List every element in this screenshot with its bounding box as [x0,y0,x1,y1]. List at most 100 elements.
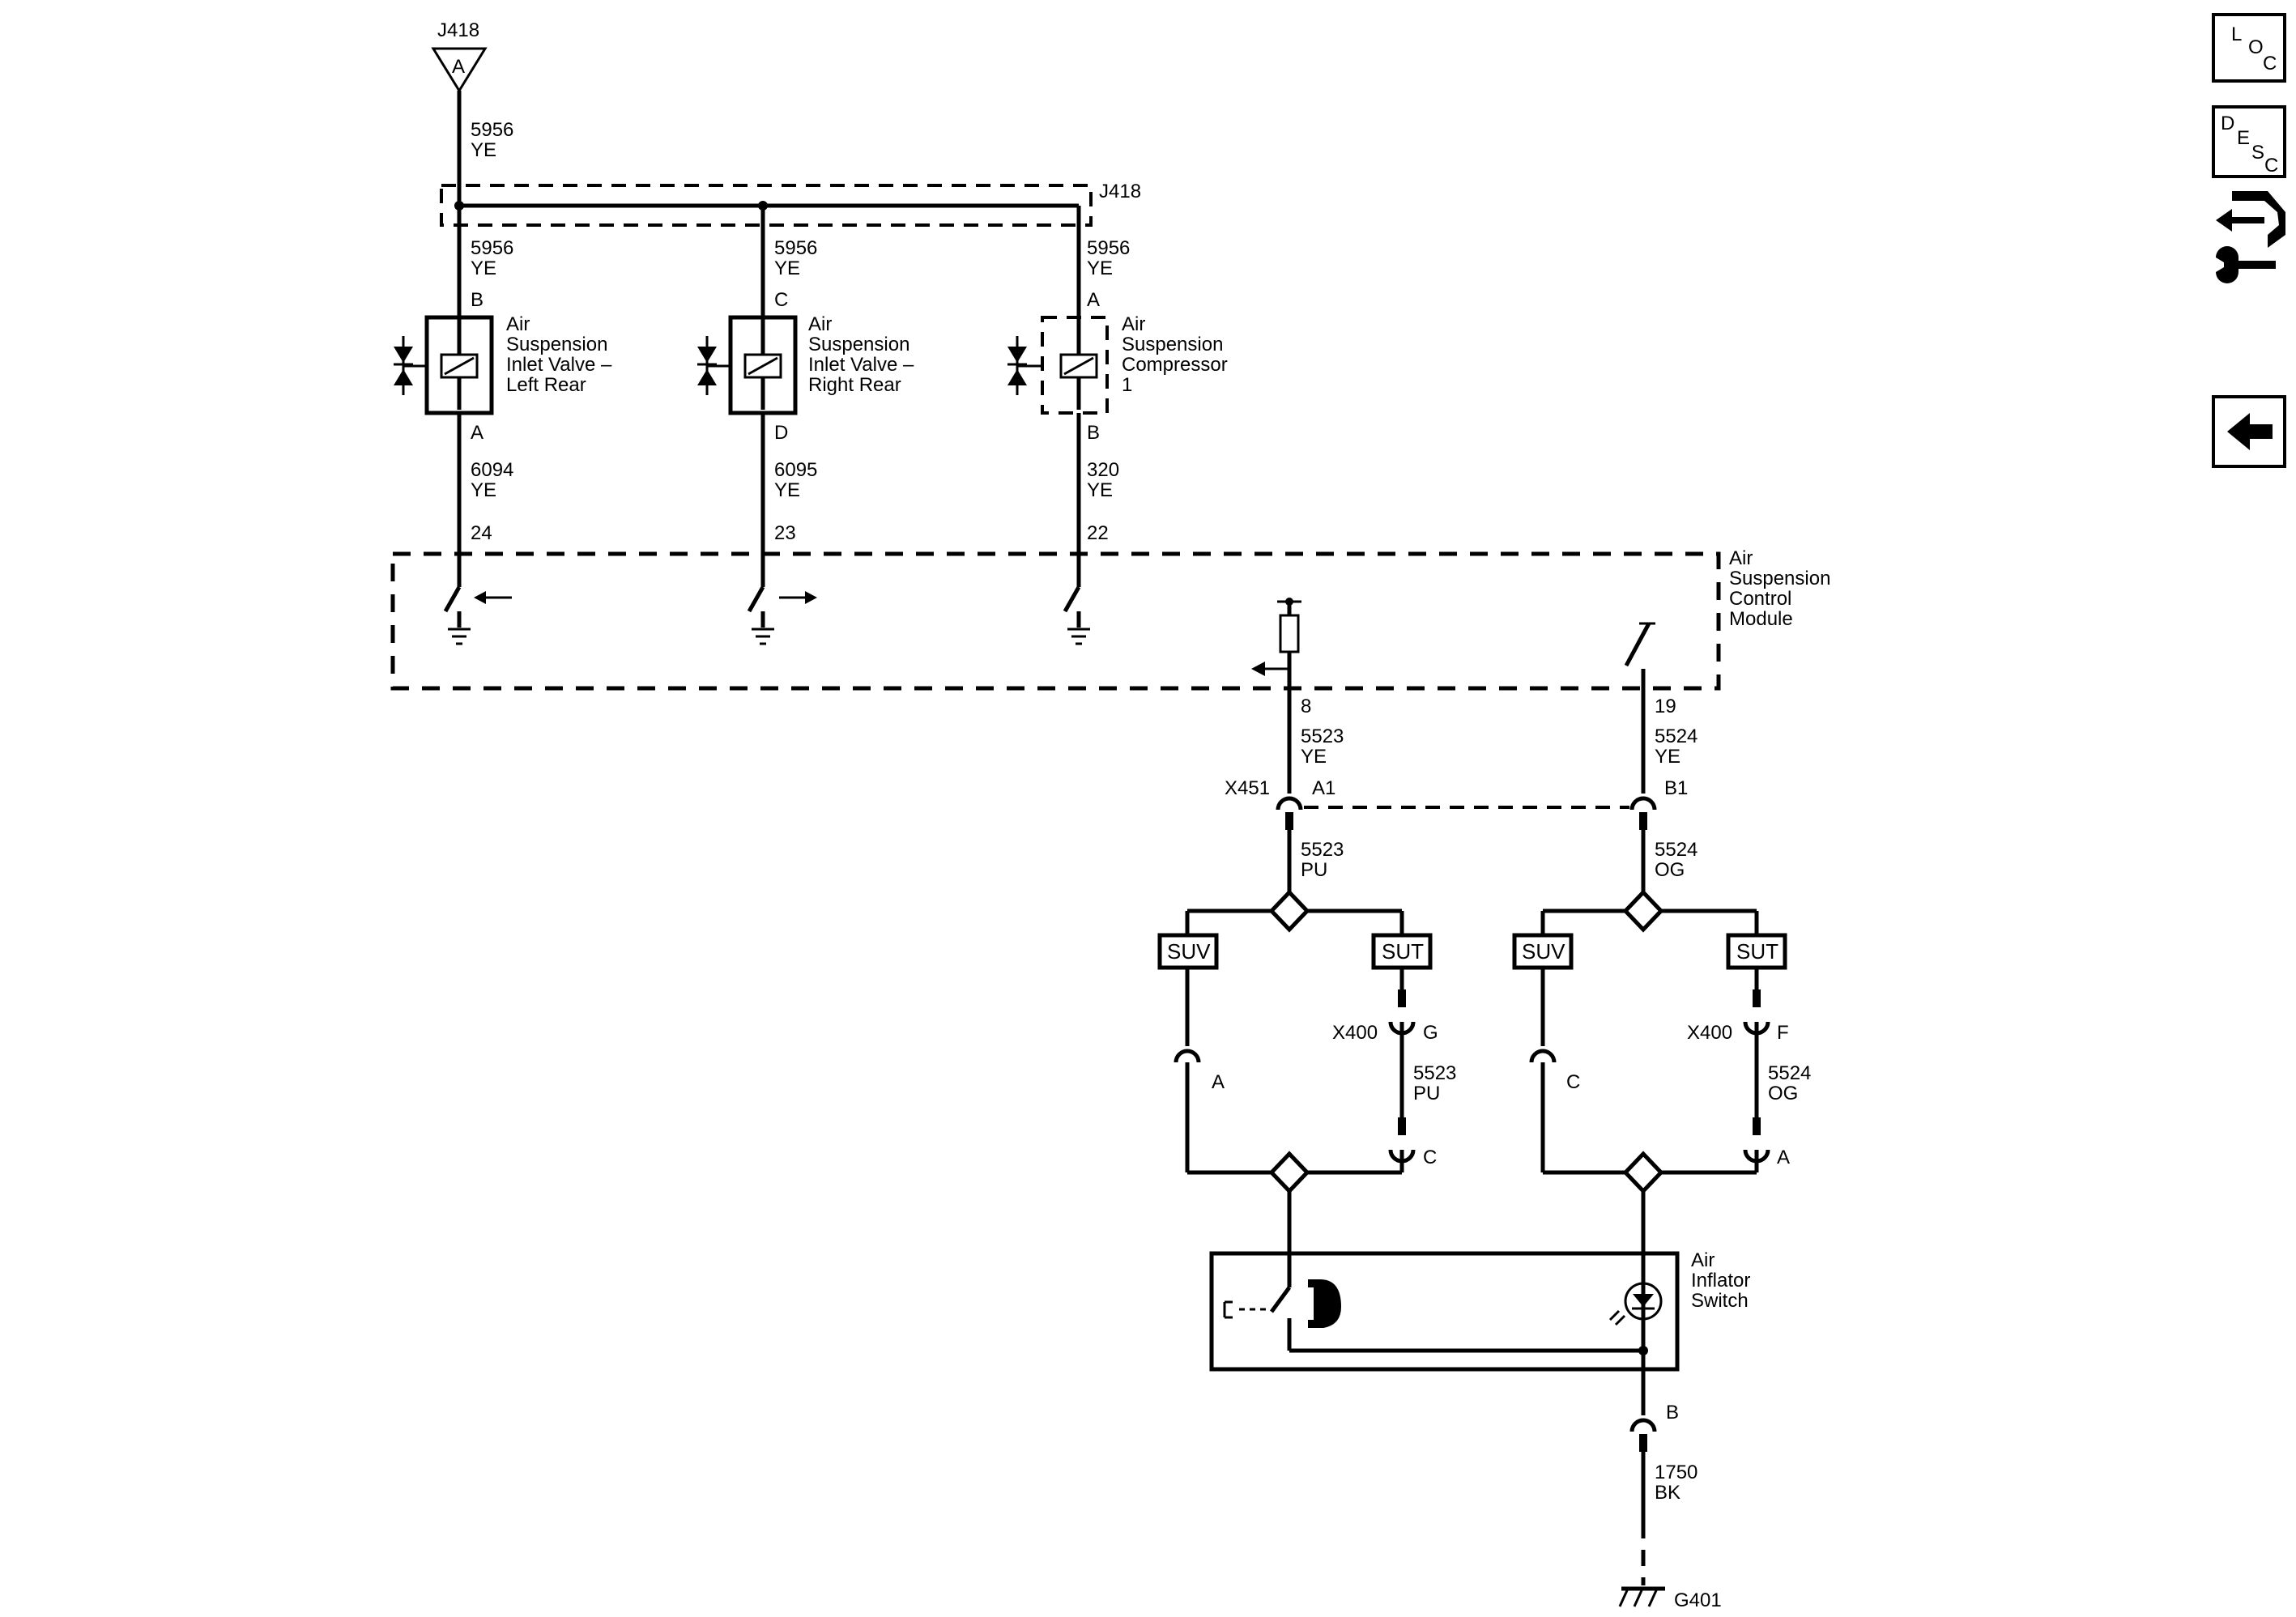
branch-2-bottom-circuit: 6095 [774,459,817,481]
connector-female-icon [1629,1418,1657,1432]
branch-1-module-pin: 24 [471,522,492,544]
branch-1-name-line-1: Air [506,313,530,335]
loc-button-frame[interactable] [2212,13,2286,83]
switch-input [1624,622,1655,688]
connector-female-icon [1174,1049,1201,1063]
diode-suppression-icon [394,336,427,395]
diode-suppression-icon [1007,336,1042,395]
desc-button[interactable]: D E S C [2212,105,2286,178]
output-1-circuit: 5523 [1301,726,1344,747]
connector-male-icon [1753,989,1761,1007]
option-1-x400-label: X400 [1332,1022,1378,1044]
branch-2-module-pin: 23 [774,522,796,544]
switch-ground-circuit: 1750 [1655,1462,1698,1483]
output-circuit-19: 19 5524 YE B1 5524 OG [1629,688,1698,892]
branch-compressor: 5956 YE A Air Suspension Compressor 1 B … [1007,206,1228,567]
back-button-frame[interactable] [2212,395,2286,468]
inline-connector-male-icon [1285,812,1293,830]
branch-1-pin-top: B [471,289,483,311]
branch-3-pin-bottom: B [1087,422,1100,444]
branch-2-top-circuit: 5956 [774,237,817,259]
branch-1-name-line-3: Inlet Valve – [506,354,612,376]
inline-connector-label: X451 [1225,777,1270,799]
desc-letter-3[interactable]: S [2251,142,2264,164]
output-2-inline-pin: B1 [1664,777,1688,799]
branch-2-name-line-1: Air [808,313,832,335]
branch-right-rear-valve: 5956 YE C Air Suspension Inlet Valve – R… [697,206,914,567]
option-diamond-bottom-icon [1622,1151,1664,1194]
desc-letter-2[interactable]: E [2237,127,2250,149]
switch-ground-color: BK [1655,1482,1680,1504]
output-1-lower-circuit: 5523 [1301,839,1344,861]
option-1-suv-pin: A [1212,1071,1225,1093]
branch-3-pin-top: A [1087,289,1100,311]
option-2-lower-pin: A [1777,1147,1790,1168]
branch-2-bottom-color: YE [774,479,800,501]
back-button[interactable] [2212,395,2286,468]
arrow-left-icon [1251,662,1289,676]
option-diamond-top-icon [1622,889,1664,933]
option-2-left-box: SUV [1522,939,1565,964]
branch-2-top-color: YE [774,257,800,279]
output-2-color: YE [1655,746,1680,768]
top-feed: J418 A 5956 YE [431,19,513,209]
branch-3-top-circuit: 5956 [1087,237,1130,259]
module-name-line-1: Air [1729,547,1753,569]
back-arrow-icon[interactable] [2227,413,2273,450]
output-1-color: YE [1301,746,1327,768]
option-diamond-top-icon [1268,889,1310,933]
arrow-left-icon [474,591,512,604]
switch-pin: B [1666,1402,1679,1423]
connector-male-icon [1753,1117,1761,1135]
top-feed-connector-label: J418 [437,19,479,41]
inline-connector-female-icon [1276,796,1303,811]
branch-1-bottom-color: YE [471,479,496,501]
branch-3-name-line-1: Air [1122,313,1145,335]
branch-3-name-line-2: Suspension [1122,334,1223,355]
branch-left-rear-valve: 5956 YE B Air Suspension Inlet Valve – L… [394,206,612,567]
branch-3-bottom-color: YE [1087,479,1113,501]
air-inflator-switch: Air Inflator Switch [1209,1249,1750,1372]
resistor-icon [1279,614,1300,653]
splice-pack: J418 [440,181,1141,227]
switch-contact-icon [1269,1286,1292,1313]
loc-letter-2[interactable]: O [2248,36,2264,58]
desc-letter-4[interactable]: C [2264,155,2278,177]
option-diamond-bottom-icon [1268,1151,1310,1194]
connector-repair-icon[interactable] [2216,191,2285,283]
loc-button[interactable]: L O C [2212,13,2286,83]
loc-letter-1[interactable]: L [2231,23,2242,45]
splice-pack-label: J418 [1099,181,1141,202]
desc-button-frame[interactable] [2212,105,2286,178]
solenoid-coil-slash [444,356,475,376]
option-2-mid-circuit: 5524 [1768,1062,1811,1084]
pull-up-input [1251,598,1301,688]
branch-1-name-line-4: Left Rear [506,374,586,396]
chassis-ground-icon [1618,1586,1665,1607]
air-inflator-switch-box [1209,1251,1680,1372]
module-name-line-3: Control [1729,588,1791,610]
branch-2-name-line-3: Inlet Valve – [808,354,914,376]
splice-pack-outline [440,184,1093,227]
option-1-mid-color: PU [1413,1083,1440,1104]
module-name-line-4: Module [1729,608,1793,630]
control-module-outline [390,551,1721,691]
output-1-module-pin: 8 [1301,696,1311,717]
loc-letter-3[interactable]: C [2263,53,2277,74]
control-module: Air Suspension Control Module [390,547,1830,691]
indicator-led-icon [1608,1282,1663,1326]
output-2-lower-circuit: 5524 [1655,839,1698,861]
push-button-icon [1308,1279,1341,1328]
option-1-lower-pin: C [1423,1147,1437,1168]
module-name-line-2: Suspension [1729,568,1830,589]
option-2-right-box: SUT [1736,939,1778,964]
desc-letter-1[interactable]: D [2221,113,2234,134]
option-2-x400-pin: F [1777,1022,1789,1044]
connector-male-icon [1398,1117,1406,1135]
branch-1-bottom-circuit: 6094 [471,459,513,481]
output-2-lower-color: OG [1655,859,1685,881]
option-1-mid-circuit: 5523 [1413,1062,1456,1084]
connector-male-icon [1398,989,1406,1007]
diode-suppression-icon [697,336,731,395]
